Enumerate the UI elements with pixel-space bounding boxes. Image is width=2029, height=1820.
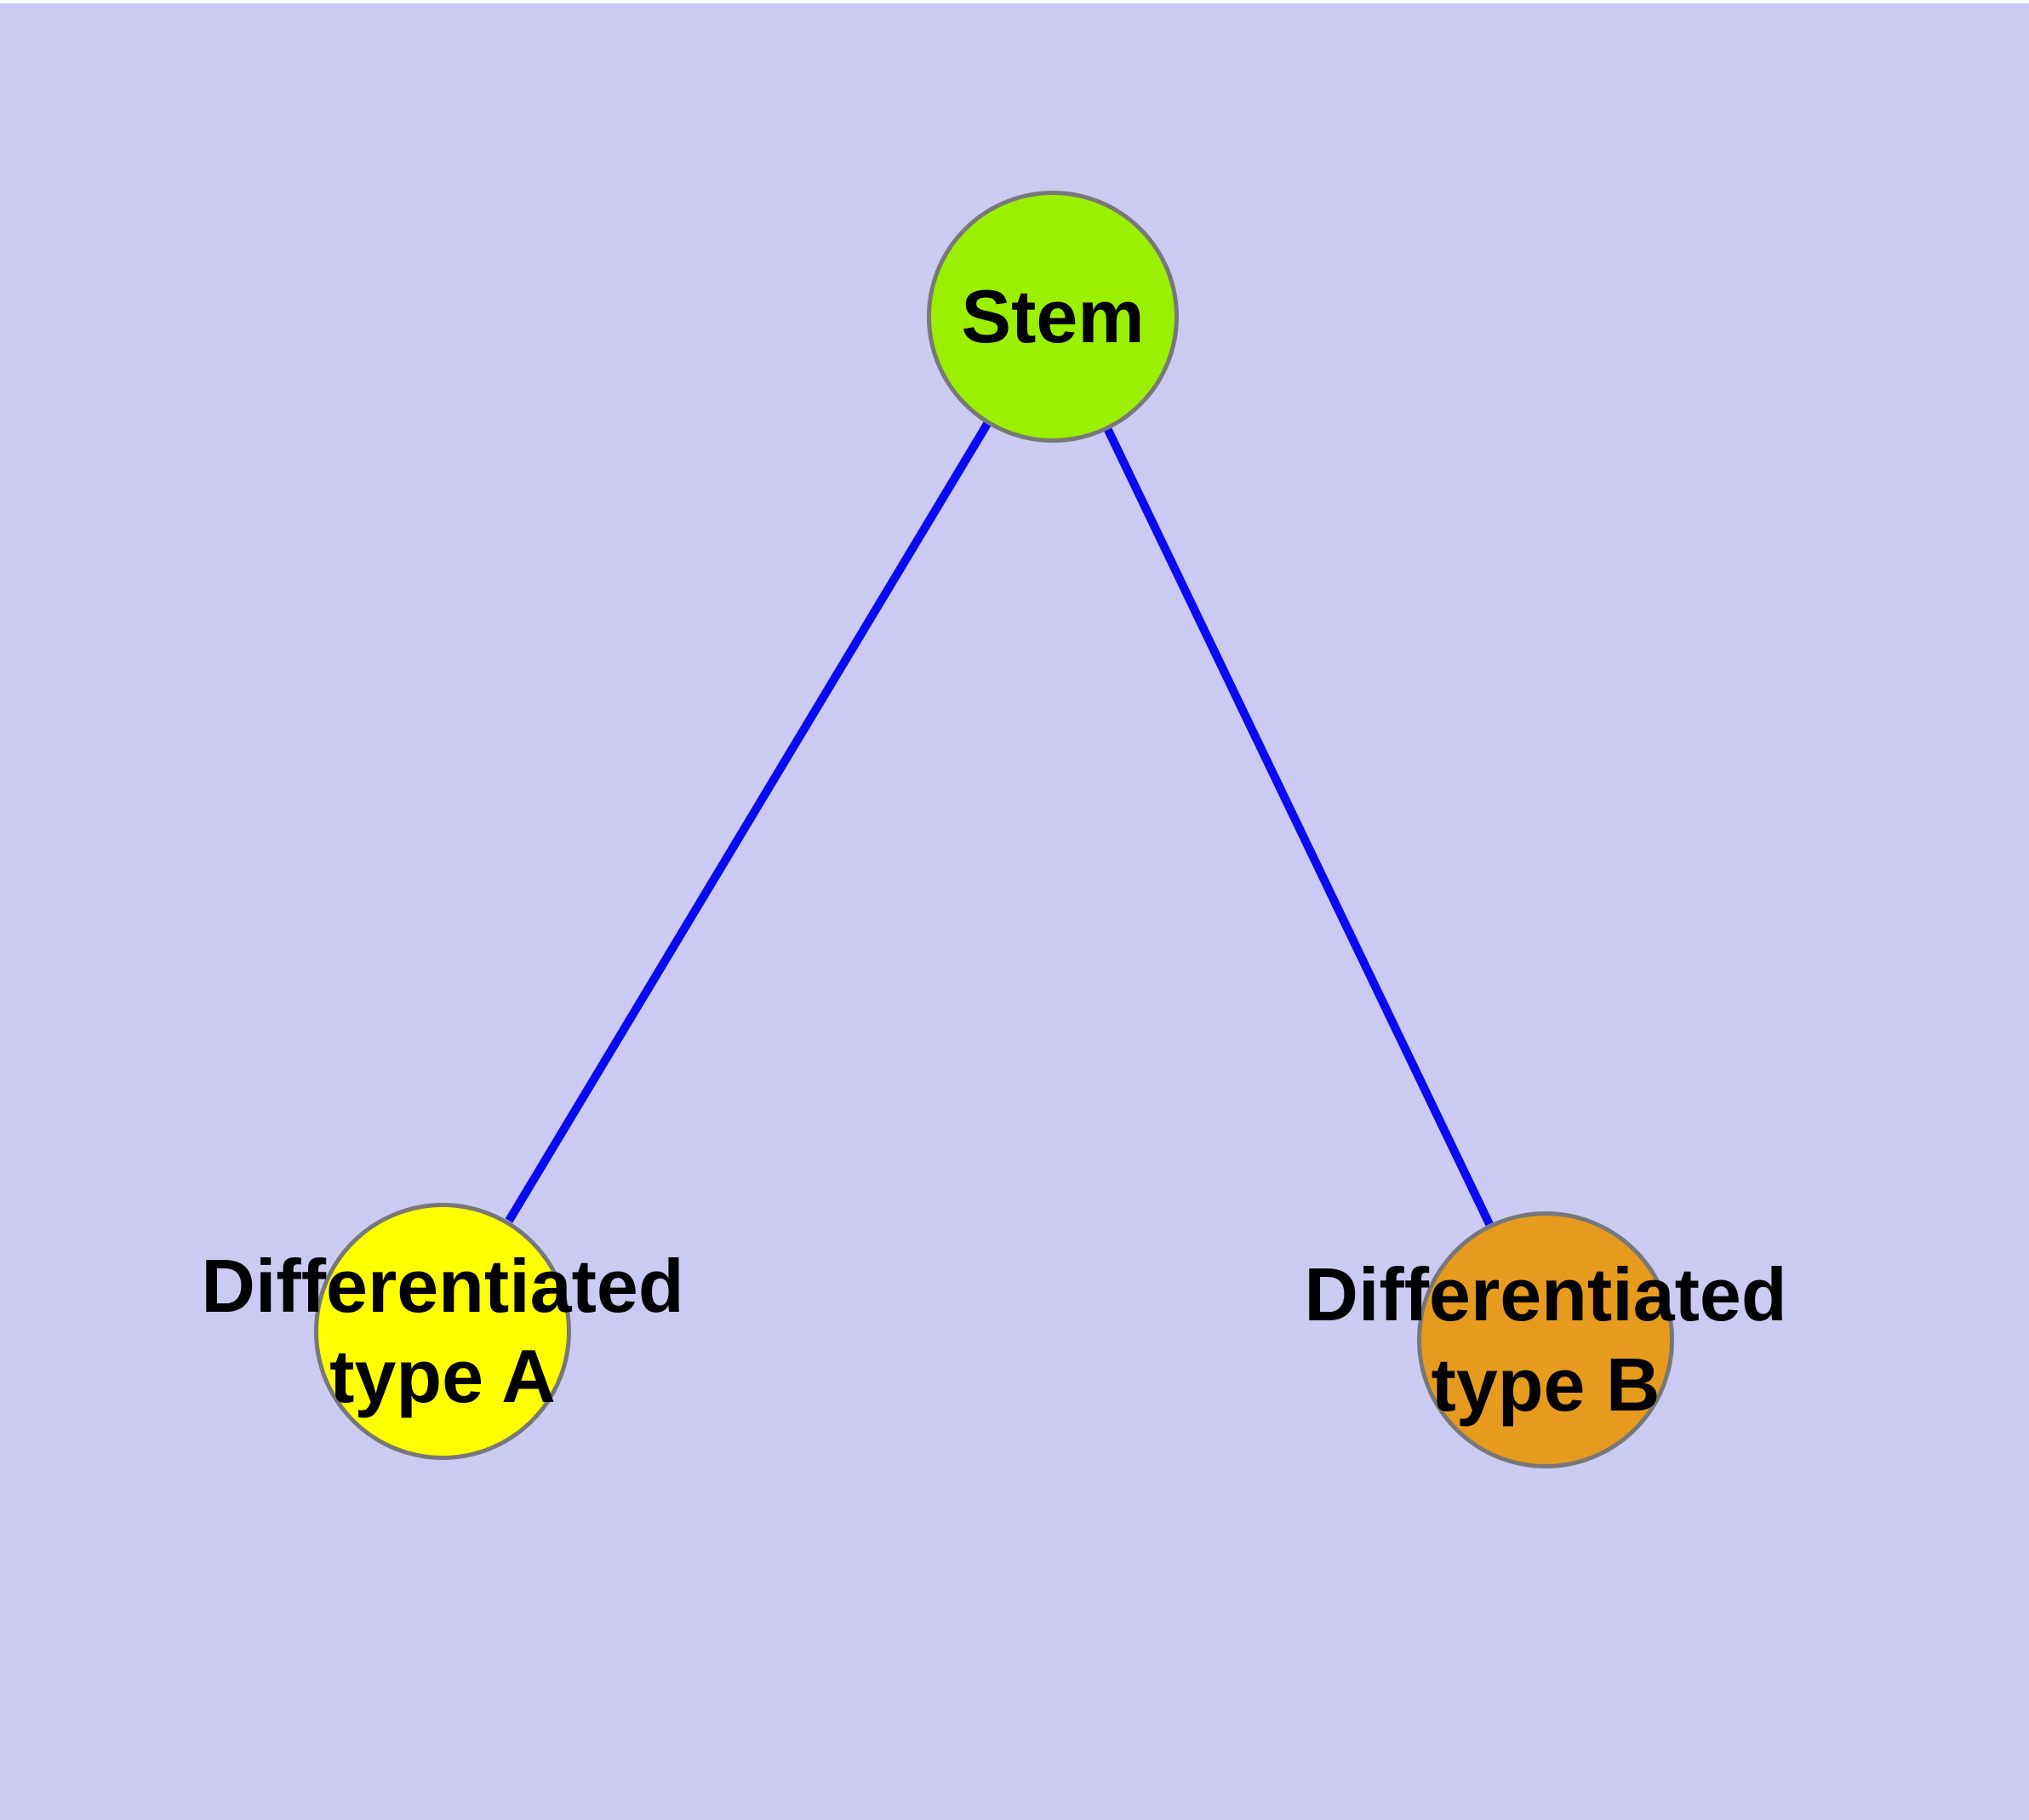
edge-stem-to-type-a	[505, 421, 992, 1223]
node-differentiated-type-a-label: Differentiated type A	[201, 1241, 683, 1422]
edges-layer	[505, 421, 1494, 1227]
node-differentiated-type-a-circle	[314, 1203, 571, 1460]
node-differentiated-type-a-label-line2: type A	[329, 1334, 556, 1418]
graph-canvas: Stem Differentiated type A Differentiate…	[0, 3, 2029, 1820]
node-differentiated-type-b-label-line1: Differentiated	[1304, 1252, 1787, 1336]
node-differentiated-type-a-label-line1: Differentiated	[201, 1244, 684, 1328]
page-top-margin	[0, 0, 2029, 3]
node-differentiated-type-b-circle	[1417, 1211, 1674, 1468]
node-stem-label: Stem	[961, 274, 1145, 358]
edge-stem-to-type-b	[1103, 426, 1494, 1227]
node-differentiated-type-b-label: Differentiated type B	[1304, 1250, 1786, 1430]
node-differentiated-type-b-label-line2: type B	[1431, 1342, 1660, 1427]
node-stem-circle	[927, 191, 1179, 443]
